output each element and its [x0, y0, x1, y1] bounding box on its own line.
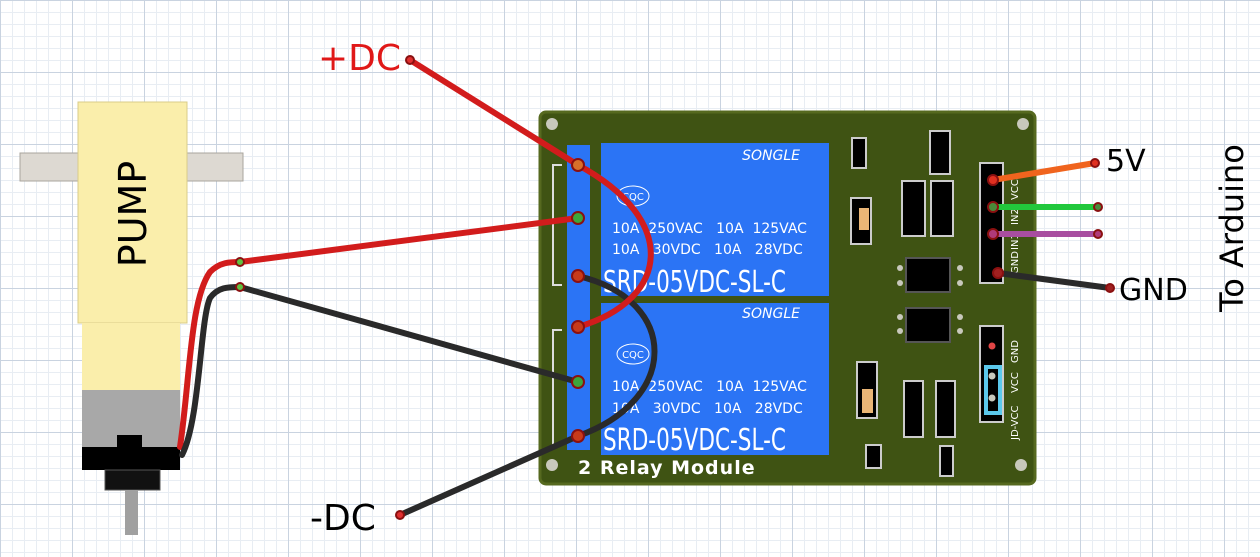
jumper-pin [988, 342, 996, 350]
pin-label-in2: IN2 [1010, 208, 1021, 225]
pump-label: PUMP [111, 161, 155, 267]
pin-label-in1: IN1 [1010, 233, 1021, 250]
wires [177, 57, 1113, 518]
wire-dc-positive[interactable] [407, 57, 654, 330]
motor-shaft [125, 490, 138, 535]
mount-hole [546, 118, 558, 130]
jumper-labels: GND VCC JD-VCC [1010, 340, 1021, 441]
mount-hole [1017, 118, 1029, 130]
jumper-label-jdvcc: JD-VCC [1010, 406, 1021, 441]
relay-rating-1: 10A 250VAC 10A 125VAC [612, 379, 807, 395]
led [859, 208, 869, 230]
relay-model: SRD-05VDC-SL-C [603, 423, 786, 458]
pin-label-gnd: GND [1010, 251, 1021, 274]
pump-body [77, 101, 188, 324]
wire-pump-positive[interactable] [177, 215, 581, 450]
led [862, 389, 873, 413]
relay-body [601, 303, 829, 455]
cqc-text: CQC [622, 350, 644, 361]
label-plus-dc: +DC [318, 38, 401, 79]
wire-gnd[interactable] [995, 270, 1113, 291]
label-minus-dc: -DC [310, 498, 376, 539]
cqc-text: CQC [622, 192, 644, 203]
relay-brand: SONGLE [742, 148, 800, 164]
relay-2: SONGLE CQC 10A 250VAC 10A 125VAC 10A 30V… [601, 303, 829, 458]
relay-rating-2: 10A 30VDC 10A 28VDC [612, 242, 803, 258]
jumper-pin [988, 372, 996, 380]
relay-module: SONGLE CQC 10A 250VAC 10A 125VAC 10A 30V… [538, 110, 1037, 486]
terminal-block [567, 145, 590, 450]
relay-brand: SONGLE [742, 306, 800, 322]
wire-endpoints [235, 55, 1115, 520]
label-gnd: GND [1119, 273, 1188, 308]
pin-label-vcc: VCC [1010, 179, 1021, 200]
module-name: 2 Relay Module [578, 457, 756, 479]
pump: PUMP [19, 101, 244, 535]
input-header[interactable] [979, 162, 1004, 284]
mount-hole [1015, 459, 1027, 471]
motor-tab [117, 435, 142, 449]
label-to-arduino: To Arduino [1213, 144, 1251, 313]
cqc-mark [616, 343, 650, 365]
label-5v: 5V [1106, 144, 1146, 179]
motor-cap [82, 447, 180, 470]
wire-pump-negative[interactable] [179, 283, 581, 458]
wire-5v[interactable] [990, 160, 1098, 183]
jumper-cap-inner [988, 369, 998, 411]
jumper-label-gnd: GND [1010, 340, 1021, 363]
relay-rating-2: 10A 30VDC 10A 28VDC [612, 401, 803, 417]
jumper-label-vcc: VCC [1010, 372, 1021, 393]
relay-rating-1: 10A 250VAC 10A 125VAC [612, 221, 807, 237]
motor-housing [82, 323, 180, 391]
mount-hole [546, 459, 558, 471]
wire-dc-negative-bridge[interactable] [575, 273, 658, 439]
header-pin-labels: VCC IN2 IN1 GND [1010, 179, 1021, 274]
motor-plate [104, 469, 161, 491]
optocoupler-pins [897, 265, 963, 334]
jumper-pin [988, 394, 996, 402]
wire-dc-negative[interactable] [397, 433, 581, 518]
relay-1: SONGLE CQC 10A 250VAC 10A 125VAC 10A 30V… [601, 143, 829, 300]
